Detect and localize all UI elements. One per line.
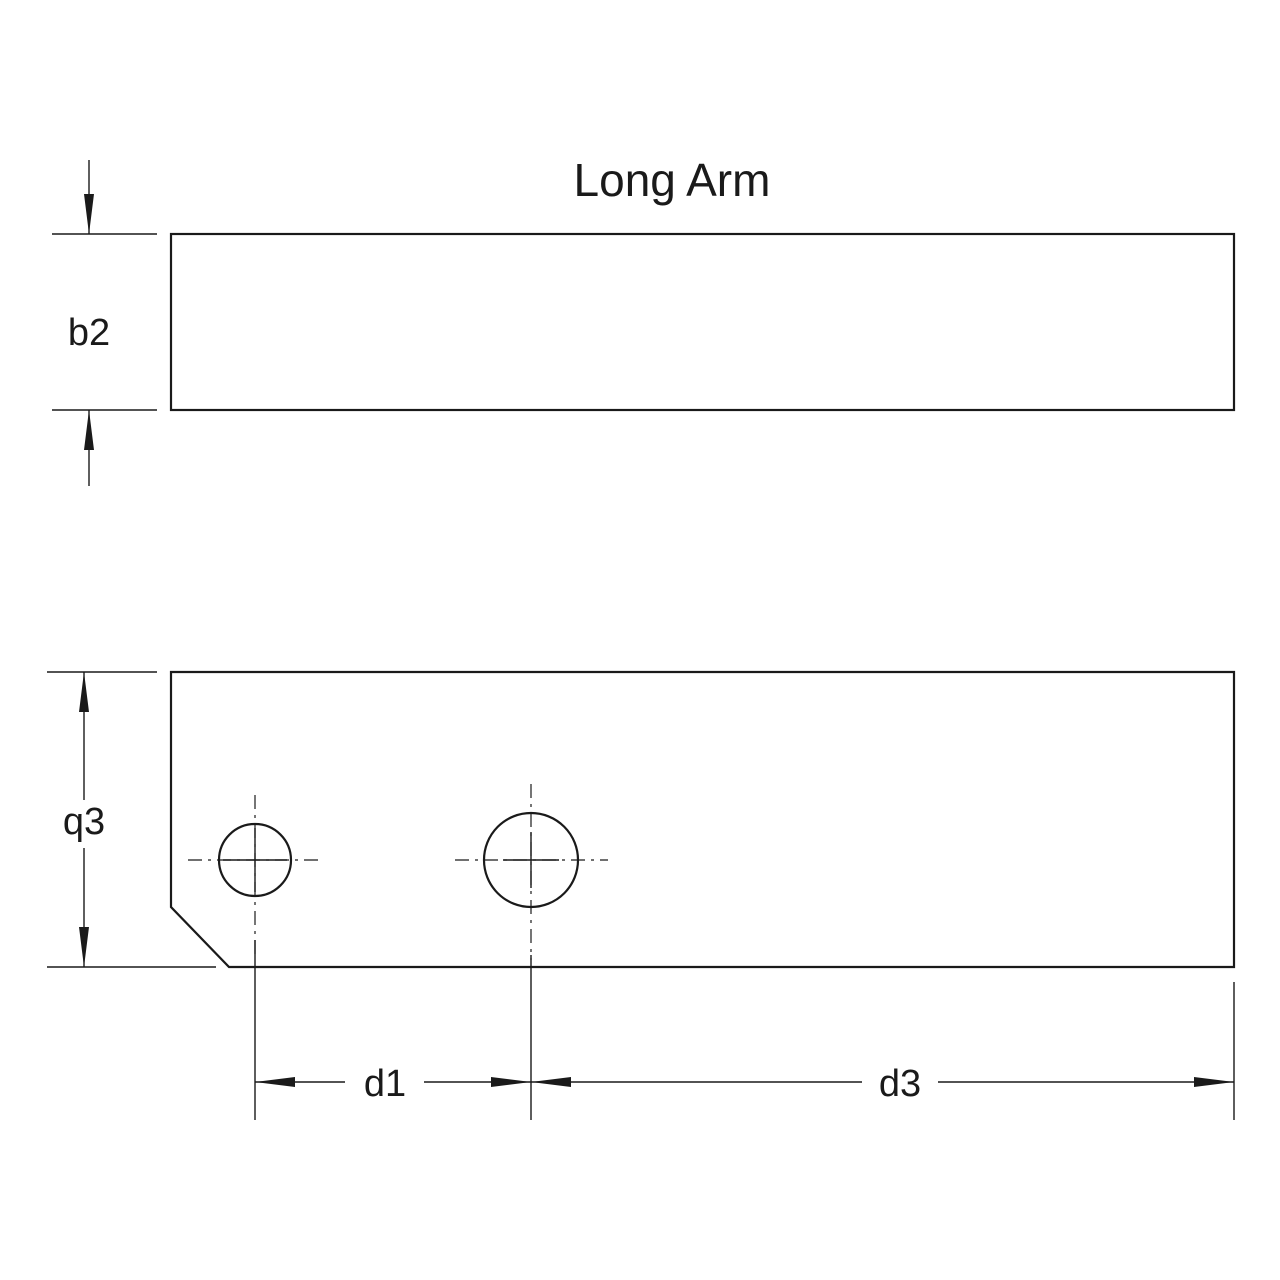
hole-large: [455, 784, 608, 960]
arrow-left-icon: [255, 1077, 295, 1087]
arrow-left-icon: [531, 1077, 571, 1087]
dimension-label-d1: d1: [364, 1063, 406, 1105]
hole-small: [188, 795, 322, 960]
dimension-q3: q3: [47, 671, 216, 968]
arrow-down-icon: [79, 927, 89, 967]
dimension-d3: d3: [531, 982, 1235, 1120]
arrow-up-icon: [79, 672, 89, 712]
dimension-label-b2: b2: [68, 312, 110, 354]
dimension-b2: b2: [52, 160, 157, 486]
arrow-right-icon: [491, 1077, 531, 1087]
arrow-up-icon: [84, 410, 94, 450]
dimension-label-d3: d3: [879, 1063, 921, 1105]
arrow-right-icon: [1194, 1077, 1234, 1087]
dimension-d1: d1: [254, 940, 532, 1120]
dimension-label-q3: q3: [63, 801, 105, 843]
side-view-outline: [169, 670, 1236, 969]
arrow-down-icon: [84, 194, 94, 234]
drawing-title: Long Arm: [574, 154, 771, 206]
top-view-outline: [169, 232, 1236, 412]
